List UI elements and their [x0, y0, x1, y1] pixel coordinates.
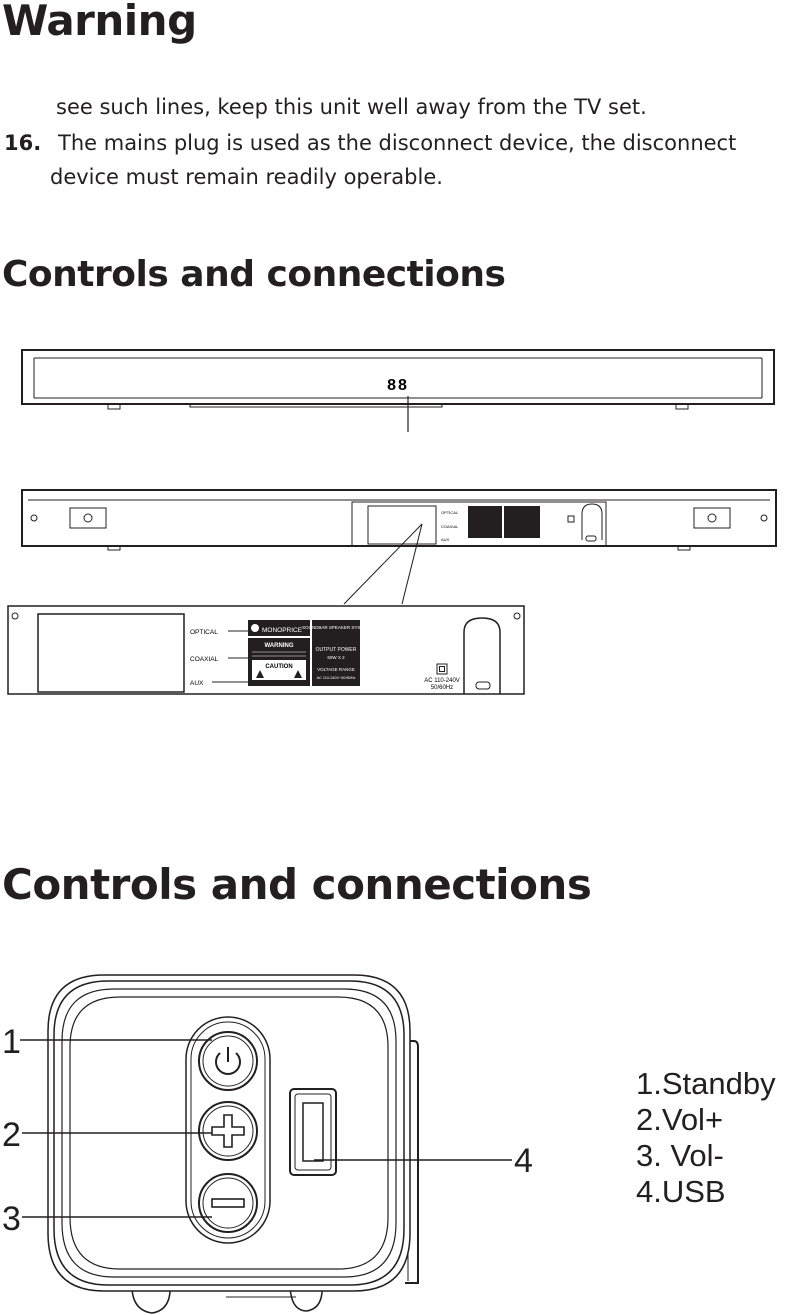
callout-1: 1 [2, 1023, 21, 1061]
rear-mini-coaxial: COAXIAL [441, 524, 459, 529]
legend-standby: 1.Standby [636, 1066, 776, 1101]
warning-title: Warning [2, 0, 197, 45]
display-digits: 88 [387, 377, 409, 394]
spec-voltage: VOLTAGE RANGE [317, 667, 355, 672]
spec-output-value: 60W X 2 [327, 655, 345, 660]
callout-2: 2 [2, 1116, 21, 1154]
rear-mini-aux: AUX [441, 537, 450, 542]
port-label-coaxial: COAXIAL [190, 656, 219, 663]
rear-panel-detail-diagram: OPTICAL COAXIAL AUX MONOPRICE WARNING CA… [7, 605, 525, 695]
rear-mini-optical: OPTICAL [441, 510, 459, 515]
item-16-line2: device must remain readily operable. [50, 165, 443, 189]
power-icon [215, 1052, 241, 1075]
warning-continued-line: see such lines, keep this unit well away… [56, 95, 647, 119]
soundbar-rear-diagram: OPTICAL COAXIAL AUX [21, 489, 777, 605]
spec-product: SOUNDBAR SPEAKER SYSTEM [302, 625, 370, 630]
section1-title: Controls and connections [2, 254, 506, 295]
legend-usb: 4.USB [636, 1174, 726, 1209]
port-label-optical: OPTICAL [190, 629, 218, 636]
label-caution-text: CAUTION [265, 664, 292, 670]
spec-voltage-value: AC 110-240V~50/60Hz [317, 676, 356, 680]
volume-up-button[interactable] [198, 1101, 258, 1161]
callout-4: 4 [514, 1142, 533, 1180]
volume-down-button[interactable] [198, 1173, 258, 1233]
spec-output: OUTPUT POWER [316, 647, 357, 653]
legend-vol-up: 2.Vol+ [636, 1102, 724, 1137]
brand-label: MONOPRICE [262, 627, 303, 634]
port-label-aux: AUX [190, 680, 204, 687]
item-16-line1: The mains plug is used as the disconnect… [58, 131, 737, 155]
label-warning-text: WARNING [265, 643, 294, 649]
minus-icon [211, 1198, 245, 1208]
controls-legend: 1.Standby 2.Vol+ 3. Vol- 4.USB [636, 1066, 776, 1210]
legend-vol-down: 3. Vol- [636, 1138, 724, 1173]
usb-port[interactable] [289, 1088, 337, 1176]
soundbar-front-diagram: 88 [21, 349, 775, 432]
control-panel-diagram [20, 974, 512, 1314]
ac-input-line2: 50/60Hz [431, 685, 453, 691]
section2-title: Controls and connections [2, 860, 592, 909]
ac-input-line1: AC 110-240V [424, 678, 460, 684]
callout-3: 3 [2, 1200, 21, 1238]
plus-icon [211, 1114, 245, 1148]
item-16-number: 16. [4, 131, 42, 155]
